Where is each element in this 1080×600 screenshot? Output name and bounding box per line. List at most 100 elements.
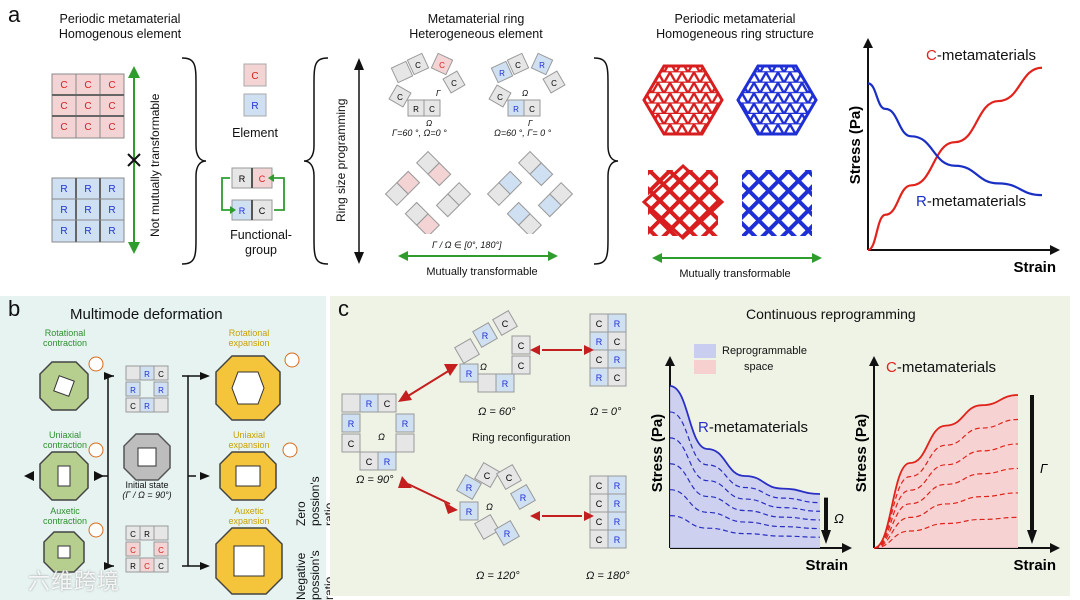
svg-text:C: C: [596, 499, 603, 509]
svg-text:Ω: Ω: [378, 432, 385, 442]
periodic-ring-title-line1: Periodic metamaterial: [674, 12, 796, 26]
x-axis-label: Strain: [1013, 259, 1056, 276]
brace-2: [303, 57, 329, 265]
periodic-title-line1: Periodic metamaterial: [59, 12, 181, 26]
svg-text:R: R: [108, 205, 115, 216]
svg-text:C: C: [596, 319, 603, 329]
svg-text:C: C: [614, 337, 621, 347]
svg-text:C: C: [515, 61, 521, 70]
initial-ring-bottom: C R C C R C C: [125, 525, 169, 573]
svg-text:C: C: [158, 546, 164, 555]
r-metamaterials-label: R-metamaterials: [916, 193, 1026, 210]
svg-text:C: C: [130, 530, 136, 539]
svg-text:R: R: [60, 184, 67, 195]
svg-text:C: C: [506, 473, 513, 483]
rot-expansion-label: Rotational expansion: [228, 328, 270, 348]
svg-text:C: C: [415, 61, 421, 70]
svg-text:R: R: [384, 457, 391, 467]
svg-text:C: C: [614, 373, 621, 383]
ring-omega-120: R C C R R R Ω: [456, 462, 536, 546]
functional-group-diagram: R C R C: [221, 167, 285, 221]
panel-a-letter: a: [8, 2, 21, 27]
y-axis-arrow: [665, 356, 675, 366]
ring-omega-0: C R R C C R R C: [589, 313, 627, 387]
svg-text:C: C: [60, 101, 67, 112]
mutually-arrow-1: [398, 251, 558, 261]
periodic-ring-title: Periodic metamaterial Homogeneous ring s…: [640, 12, 830, 42]
c-metamaterials-line: [867, 66, 1043, 252]
brace-3: [593, 57, 619, 265]
svg-text:R: R: [251, 101, 258, 112]
svg-text:R: R: [84, 205, 91, 216]
aux-contraction-shape: [43, 522, 104, 573]
blue-hex-lattice: [736, 64, 818, 136]
y-axis-label: Stress (Pa): [853, 414, 870, 492]
svg-text:R: R: [504, 529, 511, 539]
r-dashed-curve: [669, 411, 821, 504]
svg-text:R: R: [614, 481, 621, 491]
blue-diamond-block: [742, 170, 812, 236]
svg-text:C: C: [497, 93, 503, 102]
svg-text:R: R: [466, 507, 473, 517]
ring-gamma60: C C C C R C Γ Ω: [388, 52, 466, 128]
legend: Reprogrammable space: [694, 344, 807, 374]
legend-swatch-blue: [694, 344, 716, 358]
legend-label-line2: space: [744, 361, 774, 373]
svg-text:R: R: [239, 206, 246, 216]
svg-text:C: C: [84, 101, 91, 112]
svg-text:R: R: [402, 419, 409, 429]
initial-state-line2: (Γ / Ω = 90°): [122, 490, 172, 500]
ring-omega-60: R C C C R R Ω: [454, 310, 531, 393]
svg-text:C: C: [596, 481, 603, 491]
svg-text:R: R: [84, 226, 91, 237]
svg-text:R: R: [239, 174, 246, 184]
rot-contraction-shape: [39, 356, 104, 411]
r-metamaterials-label: R-metamaterials: [698, 419, 808, 436]
angle-90-label: Ω = 90°: [356, 474, 394, 486]
r-reprogrammable-area: [670, 386, 820, 548]
svg-text:C: C: [84, 122, 91, 133]
svg-text:R: R: [144, 530, 150, 539]
legend-label-line1: Reprogrammable: [722, 345, 807, 357]
watermark: 六维跨境: [28, 569, 121, 594]
svg-text:C: C: [484, 471, 491, 481]
c-reprogrammable-area: [874, 395, 1018, 548]
svg-text:R: R: [108, 184, 115, 195]
aux-contraction-label: Auxetic contraction: [42, 506, 88, 526]
ring-diamond-2: [486, 150, 574, 234]
svg-text:C: C: [60, 122, 67, 133]
svg-text:C: C: [108, 101, 115, 112]
uni-contraction-label: Uniaxial contraction: [42, 430, 88, 450]
svg-text:C: C: [518, 341, 525, 351]
r-dashed-curve: [669, 515, 821, 538]
svg-text:R: R: [596, 373, 603, 383]
svg-text:C: C: [596, 355, 603, 365]
angle-180-label: Ω = 180°: [586, 570, 630, 582]
svg-text:C: C: [397, 93, 403, 102]
rot-expansion-shape: [215, 352, 300, 421]
svg-text:R: R: [413, 105, 419, 114]
svg-text:C: C: [251, 71, 258, 82]
ring-title: Metamaterial ring Heterogeneous element: [386, 12, 566, 42]
c-metamaterials-label: C-metamaterials: [926, 47, 1036, 64]
ring-title-line2: Heterogeneous element: [409, 27, 543, 41]
svg-text:C: C: [529, 105, 535, 114]
svg-text:R: R: [108, 226, 115, 237]
svg-text:R: R: [130, 562, 136, 571]
svg-text:C: C: [130, 402, 136, 411]
multimode-diagram: R C R R C R C R C C: [24, 352, 300, 595]
angle-0-label: Ω = 0°: [590, 406, 622, 418]
svg-text:R: R: [539, 61, 545, 70]
c-dashed-curve: [873, 418, 1019, 549]
uni-expansion-shape: [219, 442, 298, 501]
ring-diagrams: C C C C R C Γ Ω R C R C C R: [384, 52, 574, 234]
ring-title-line1: Metamaterial ring: [427, 12, 525, 26]
svg-text:R: R: [84, 184, 91, 195]
svg-text:R: R: [499, 69, 505, 78]
ring-reconfig-label: Ring reconfiguration: [472, 432, 571, 444]
y-axis-arrow: [863, 38, 873, 48]
